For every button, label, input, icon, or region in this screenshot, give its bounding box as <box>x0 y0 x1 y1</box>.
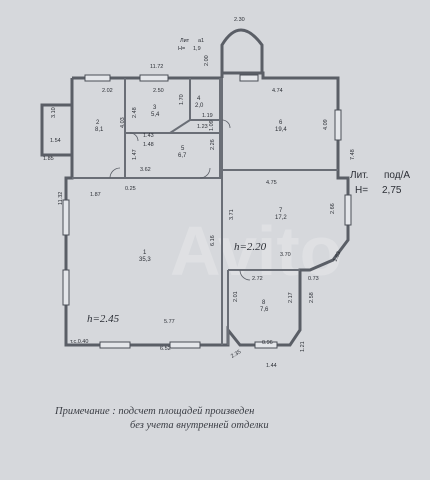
svg-text:11.32: 11.32 <box>58 192 64 205</box>
svg-text:3.71: 3.71 <box>229 209 235 220</box>
dimension-labels: 2.30 2.00 11.72 2.02 2.50 4.74 3.10 2.48… <box>43 17 356 369</box>
room-2-area: 8,1 <box>95 127 104 133</box>
svg-text:а1: а1 <box>198 38 204 44</box>
windows <box>62 74 352 349</box>
svg-text:4.74: 4.74 <box>272 88 283 94</box>
svg-text:2.48: 2.48 <box>132 107 138 118</box>
svg-text:Н=: Н= <box>355 185 368 196</box>
svg-text:2.02: 2.02 <box>102 88 113 94</box>
svg-text:Лит: Лит <box>180 38 190 44</box>
svg-text:0.25: 0.25 <box>125 186 136 192</box>
svg-text:0.96: 0.96 <box>262 340 273 346</box>
svg-text:1.48: 1.48 <box>143 142 154 148</box>
room-1-area: 35,3 <box>139 257 151 263</box>
svg-text:4.03: 4.03 <box>120 117 126 128</box>
room-2-no: 2 <box>96 120 100 126</box>
note-line-2: без учета внутренней отделки <box>130 420 269 431</box>
room-5-area: 6,7 <box>178 153 187 159</box>
svg-text:1.09: 1.09 <box>209 120 215 131</box>
room-1-no: 1 <box>143 250 147 256</box>
svg-text:4.75: 4.75 <box>266 180 277 186</box>
svg-text:3.70: 3.70 <box>280 252 291 258</box>
svg-text:под/А: под/А <box>384 170 410 181</box>
svg-text:1.43: 1.43 <box>143 133 154 139</box>
svg-text:1,9: 1,9 <box>193 46 201 52</box>
svg-text:2.01: 2.01 <box>233 291 239 302</box>
svg-text:3.10: 3.10 <box>51 107 57 118</box>
svg-text:1.87: 1.87 <box>90 192 101 198</box>
svg-text:2.30: 2.30 <box>234 17 245 23</box>
svg-text:3.62: 3.62 <box>140 167 151 173</box>
svg-text:7.48: 7.48 <box>350 149 356 160</box>
svg-text:11.72: 11.72 <box>150 64 163 70</box>
svg-text:1.21: 1.21 <box>300 341 306 352</box>
lit-block: Лит. под/А Н= 2,75 <box>350 170 410 196</box>
svg-text:5.77: 5.77 <box>164 319 175 325</box>
room-6-area: 19,4 <box>275 127 287 133</box>
note-line-1: Примечание : подсчет площадей произведен <box>54 406 254 417</box>
svg-text:2.26: 2.26 <box>210 139 216 150</box>
svg-text:Н=: Н= <box>178 46 185 52</box>
svg-text:1.47: 1.47 <box>132 149 138 160</box>
svg-text:1.70: 1.70 <box>179 94 185 105</box>
svg-text:Лит.: Лит. <box>350 170 368 181</box>
room-5-no: 5 <box>181 146 185 152</box>
room-4-no: 4 <box>197 96 201 102</box>
height-label-room7: h=2.20 <box>234 241 267 253</box>
svg-text:2.58: 2.58 <box>309 292 315 303</box>
watermark: Avito <box>170 212 342 290</box>
room-8-no: 8 <box>262 300 266 306</box>
stamp-lit-a1: Лит а1 Н= 1,9 <box>178 38 204 52</box>
svg-text:2.72: 2.72 <box>252 276 263 282</box>
svg-text:1.83: 1.83 <box>332 251 342 263</box>
room-3-no: 3 <box>153 105 157 111</box>
svg-text:т.с.0.40: т.с.0.40 <box>70 339 88 345</box>
height-label-main: h=2.45 <box>87 313 120 325</box>
room-labels: 2 8,1 3 5,4 4 2,0 5 6,7 6 19,4 7 17,2 1 … <box>95 96 287 313</box>
room-3-area: 5,4 <box>151 112 160 118</box>
svg-text:2.35: 2.35 <box>230 349 242 360</box>
svg-text:2.00: 2.00 <box>204 55 210 66</box>
room-4-area: 2,0 <box>195 103 204 109</box>
svg-text:1.23: 1.23 <box>197 124 208 130</box>
room-7-area: 17,2 <box>275 215 287 221</box>
svg-text:1.19: 1.19 <box>202 113 213 119</box>
svg-text:1.54: 1.54 <box>50 138 61 144</box>
svg-text:4.09: 4.09 <box>323 119 329 130</box>
interior-walls <box>72 78 338 345</box>
svg-text:2.50: 2.50 <box>153 88 164 94</box>
svg-text:0.73: 0.73 <box>308 276 319 282</box>
doors <box>109 119 251 281</box>
room-6-no: 6 <box>279 120 283 126</box>
room-8-area: 7,6 <box>260 307 269 313</box>
svg-text:1.44: 1.44 <box>266 363 277 369</box>
svg-text:2.17: 2.17 <box>288 292 294 303</box>
svg-text:1.85: 1.85 <box>43 156 54 162</box>
svg-text:6.16: 6.16 <box>210 235 216 246</box>
svg-text:2.66: 2.66 <box>330 203 336 214</box>
room-7-no: 7 <box>279 208 283 214</box>
svg-text:6.52: 6.52 <box>160 346 171 352</box>
svg-text:2,75: 2,75 <box>382 185 402 196</box>
